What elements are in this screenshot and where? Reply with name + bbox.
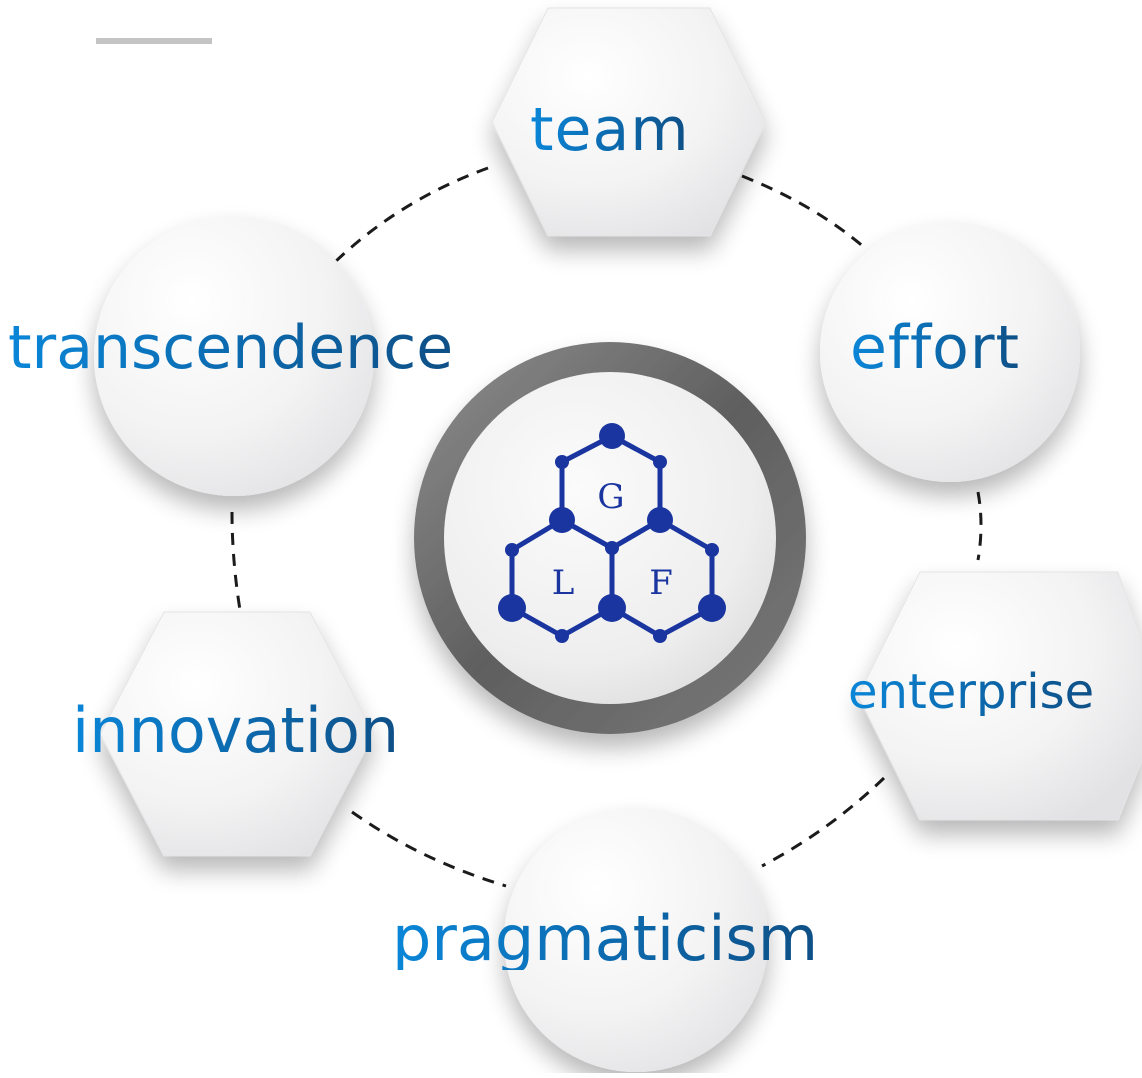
connector-innovation-pragmaticism	[351, 810, 507, 888]
team-label: team	[530, 95, 690, 165]
innovation-label: innovation	[72, 694, 400, 767]
enterprise-hexagon	[857, 571, 1142, 821]
innovation-hexagon	[99, 611, 375, 857]
transcendence-circle	[94, 216, 374, 496]
transcendence-label: transcendence	[8, 313, 454, 383]
logo-letter-l: L	[552, 563, 575, 603]
effort-label: effort	[850, 313, 1021, 383]
pragmaticism-circle	[504, 808, 768, 1072]
pragmaticism-label: pragmaticism	[392, 902, 819, 975]
connector-enterprise-pragmaticism	[761, 776, 886, 868]
center-disc	[444, 372, 776, 704]
team-hexagon	[491, 7, 767, 237]
logo-letter-f: F	[649, 563, 673, 603]
connector-effort-enterprise	[976, 491, 983, 561]
effort-circle	[820, 222, 1080, 482]
connector-transcendence-innovation	[230, 511, 242, 611]
accent-bar	[96, 38, 212, 44]
enterprise-label: enterprise	[848, 664, 1095, 720]
connector-team-effort	[741, 174, 866, 250]
logo-letter-g: G	[597, 477, 624, 517]
logo-nodes	[498, 423, 726, 643]
connectors	[230, 166, 983, 888]
connector-team-transcendence	[333, 166, 489, 264]
